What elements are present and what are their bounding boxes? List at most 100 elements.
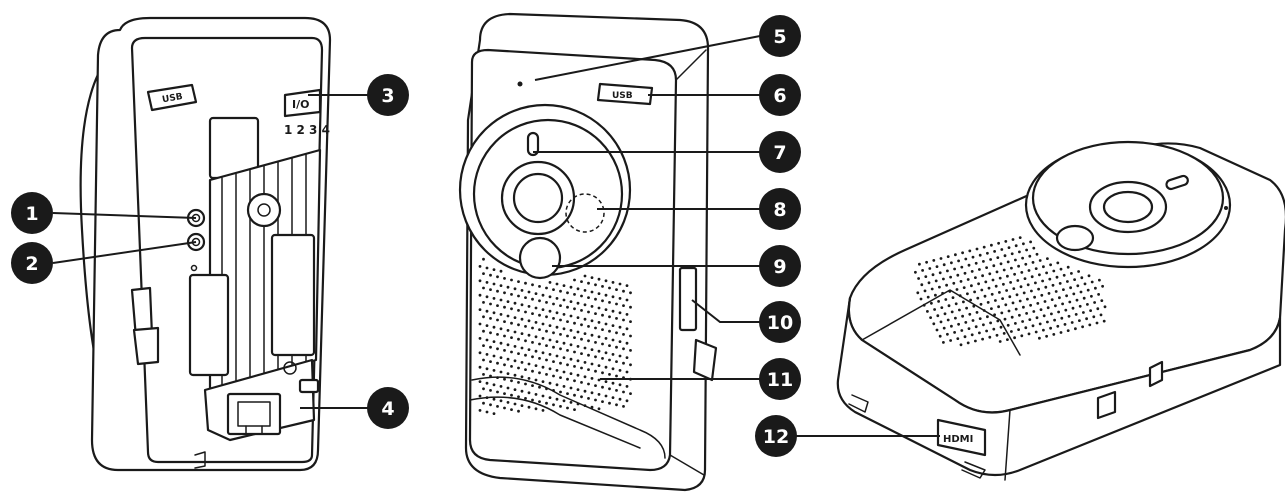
speaker-hole xyxy=(615,374,618,378)
speaker-hole xyxy=(947,304,951,308)
speaker-hole xyxy=(580,366,583,370)
speaker-hole xyxy=(513,316,517,319)
speaker-hole xyxy=(622,333,625,336)
speaker-hole xyxy=(1085,317,1088,321)
speaker-hole xyxy=(1052,333,1056,336)
usb-port-top-front xyxy=(596,82,654,106)
speaker-hole xyxy=(1004,240,1008,243)
speaker-hole xyxy=(517,309,520,312)
speaker-hole xyxy=(559,390,562,394)
speaker-hole xyxy=(1042,328,1045,332)
speaker-hole xyxy=(985,329,988,333)
speaker-hole xyxy=(580,352,583,355)
speaker-hole xyxy=(964,321,968,324)
iso-side-slot-2 xyxy=(1148,360,1164,388)
speaker-hole xyxy=(982,323,985,327)
speaker-hole xyxy=(492,354,496,358)
speaker-hole xyxy=(489,288,492,291)
speaker-hole xyxy=(939,320,943,324)
speaker-hole xyxy=(594,341,597,344)
speaker-hole xyxy=(1001,297,1004,300)
front-bottom-chamfer xyxy=(471,376,666,459)
speaker-hole xyxy=(566,320,569,323)
speaker-hole xyxy=(608,401,611,405)
speaker-hole xyxy=(545,358,548,362)
speaker-hole xyxy=(1009,281,1012,284)
speaker-hole xyxy=(622,405,625,408)
speaker-hole xyxy=(601,371,604,375)
speaker-hole xyxy=(1092,315,1096,319)
speaker-hole xyxy=(566,291,569,295)
speaker-hole xyxy=(478,365,482,369)
speaker-hole xyxy=(506,285,510,289)
speaker-hole xyxy=(1010,315,1014,319)
speaker-hole xyxy=(573,321,576,325)
speaker-hole xyxy=(583,317,587,321)
speaker-hole xyxy=(527,391,531,395)
speaker-hole xyxy=(1054,290,1058,293)
speaker-hole xyxy=(957,259,960,263)
speaker-hole xyxy=(618,354,622,358)
speaker-hole xyxy=(1014,258,1017,262)
speaker-hole xyxy=(611,309,615,313)
speaker-hole xyxy=(942,326,946,330)
speaker-hole xyxy=(1006,338,1009,341)
status-led xyxy=(526,131,540,157)
speaker-hole xyxy=(510,365,513,368)
speaker-hole xyxy=(618,369,622,372)
speaker-hole xyxy=(1034,281,1037,285)
speaker-hole xyxy=(1095,321,1099,325)
speaker-hole xyxy=(917,277,920,280)
speaker-hole xyxy=(937,300,940,303)
speaker-hole xyxy=(1103,305,1107,309)
speaker-hole xyxy=(510,321,513,325)
leader-2 xyxy=(52,241,197,264)
callout-5 xyxy=(759,15,801,57)
speaker-hole xyxy=(520,289,524,292)
callout-2 xyxy=(11,242,53,284)
speaker-hole xyxy=(970,284,973,288)
speaker-hole xyxy=(927,281,931,285)
cover-screw xyxy=(283,361,297,375)
speaker-hole xyxy=(496,289,499,293)
speaker-hole xyxy=(1053,318,1056,322)
speaker-hole xyxy=(527,290,531,294)
speaker-hole xyxy=(492,412,496,415)
speaker-hole xyxy=(489,317,492,320)
speaker-hole xyxy=(611,367,615,371)
speaker-hole xyxy=(1016,279,1020,282)
speaker-hole xyxy=(587,310,590,314)
speaker-hole xyxy=(991,278,995,282)
speaker-hole xyxy=(629,305,632,309)
speaker-hole xyxy=(569,285,573,289)
speaker-hole xyxy=(978,317,982,320)
speaker-hole xyxy=(949,275,952,279)
speaker-hole xyxy=(944,298,948,301)
speaker-hole xyxy=(562,313,566,316)
speaker-hole xyxy=(1003,317,1007,321)
speaker-hole xyxy=(555,397,559,401)
speaker-hole xyxy=(948,290,952,293)
speaker-hole xyxy=(499,370,503,374)
speaker-hole xyxy=(1076,284,1080,288)
speaker-hole xyxy=(1027,269,1031,272)
speaker-hole xyxy=(1054,304,1057,308)
callout-6 xyxy=(759,74,801,116)
speaker-hole xyxy=(548,396,552,399)
speaker-hole xyxy=(925,260,928,264)
speaker-hole xyxy=(541,351,545,355)
speaker-hole xyxy=(496,275,499,279)
speaker-hole xyxy=(485,353,489,356)
speaker-hole xyxy=(625,356,629,359)
speaker-hole xyxy=(604,322,608,326)
speaker-hole xyxy=(590,319,594,323)
side-connector xyxy=(678,266,698,332)
speaker-hole xyxy=(531,326,534,330)
iso-side-slot xyxy=(1096,390,1117,420)
speaker-hole xyxy=(524,382,527,386)
speaker-hole xyxy=(961,251,964,255)
speaker-hole xyxy=(569,357,573,361)
callouts: 1 2 3 4 5 6 7 8 9 10 xyxy=(11,15,940,457)
speaker-hole xyxy=(482,257,485,261)
speaker-hole xyxy=(950,310,954,314)
